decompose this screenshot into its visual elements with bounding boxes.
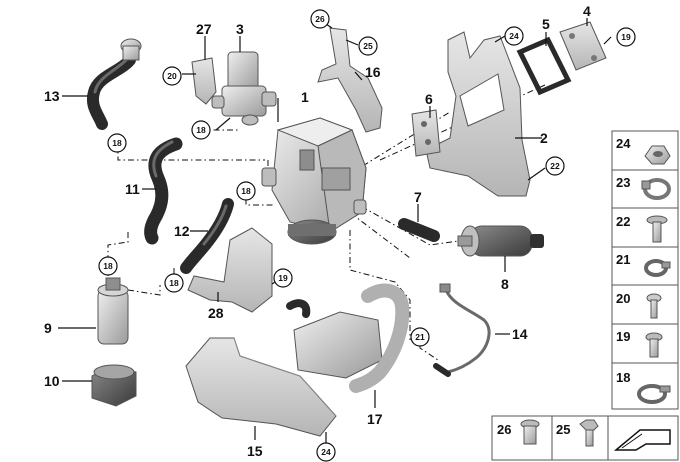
circled-20: 20 xyxy=(162,66,182,86)
svg-text:19: 19 xyxy=(621,32,631,42)
callout-28: 28 xyxy=(208,305,224,321)
svg-text:18: 18 xyxy=(196,125,206,135)
nut-icon xyxy=(644,145,671,165)
table-row: 21 xyxy=(611,246,679,286)
part-13-coolant-hose xyxy=(87,38,142,130)
callout-17: 17 xyxy=(367,411,383,427)
part-3-valve xyxy=(211,51,277,126)
bolt-icon xyxy=(646,215,668,243)
circled-25: 25 xyxy=(358,36,378,56)
circled-18-a: 18 xyxy=(107,133,127,153)
part-17-exhaust-silencer xyxy=(286,283,410,393)
svg-text:20: 20 xyxy=(167,71,177,81)
svg-text:26: 26 xyxy=(497,422,511,437)
hose-clamp-icon xyxy=(644,259,671,277)
svg-text:22: 22 xyxy=(616,214,630,229)
part-16-bracket xyxy=(317,27,383,133)
svg-text:18: 18 xyxy=(112,138,122,148)
callout-12: 12 xyxy=(174,223,190,239)
table-row: 22 xyxy=(611,207,679,248)
circled-18-b: 18 xyxy=(191,120,211,140)
part-27-bracket xyxy=(191,57,217,105)
part-11-coolant-hose xyxy=(144,137,183,245)
callout-7: 7 xyxy=(414,189,422,205)
part-2-main-bracket xyxy=(411,31,531,197)
part-7-hose xyxy=(398,218,440,242)
svg-text:25: 25 xyxy=(363,41,373,51)
part-14-fuel-line xyxy=(433,283,491,377)
screw-icon xyxy=(646,293,662,319)
table-row: 19 xyxy=(611,323,679,364)
svg-text:24: 24 xyxy=(509,31,519,41)
circled-19-a: 19 xyxy=(616,27,636,47)
clamp-icon xyxy=(641,178,671,200)
part-9-fuel-pump xyxy=(97,277,129,345)
callout-9: 9 xyxy=(44,320,52,336)
circled-19-b: 19 xyxy=(273,268,293,288)
circled-26: 26 xyxy=(310,9,330,29)
circled-18-e: 18 xyxy=(164,273,184,293)
circled-22: 22 xyxy=(545,156,565,176)
rivet-nut-icon xyxy=(520,419,540,445)
callout-16: 16 xyxy=(365,64,381,80)
callout-10: 10 xyxy=(44,373,60,389)
table-row xyxy=(607,415,679,461)
svg-text:18: 18 xyxy=(103,261,113,271)
callout-1: 1 xyxy=(301,89,309,105)
svg-text:24: 24 xyxy=(616,136,631,151)
svg-text:21: 21 xyxy=(616,252,630,267)
callout-8: 8 xyxy=(501,276,509,292)
circled-24-b: 24 xyxy=(316,442,336,462)
table-row: 23 xyxy=(611,169,679,209)
part-28-bracket xyxy=(187,227,273,313)
svg-text:19: 19 xyxy=(278,273,288,283)
svg-text:20: 20 xyxy=(616,291,630,306)
callout-2: 2 xyxy=(540,130,548,146)
screw-icon xyxy=(645,332,663,358)
part-5-gasket xyxy=(516,36,572,96)
hose-clamp-icon xyxy=(637,384,671,404)
sheet-metal-icon xyxy=(613,429,671,451)
table-row: 25 xyxy=(551,415,609,461)
callout-5: 5 xyxy=(542,16,550,32)
circled-24-a: 24 xyxy=(504,26,524,46)
callout-4: 4 xyxy=(583,3,591,19)
svg-text:23: 23 xyxy=(616,175,630,190)
callout-15: 15 xyxy=(247,443,263,459)
fastener-table: 24 23 22 21 xyxy=(491,130,679,461)
svg-text:19: 19 xyxy=(616,329,630,344)
table-row: 26 xyxy=(491,415,553,461)
svg-text:25: 25 xyxy=(556,422,570,437)
callout-27: 27 xyxy=(196,21,212,37)
callout-11: 11 xyxy=(125,181,140,197)
circled-21: 21 xyxy=(410,327,430,347)
svg-text:21: 21 xyxy=(415,332,425,342)
svg-text:24: 24 xyxy=(321,447,331,457)
circled-18-c: 18 xyxy=(236,181,256,201)
part-1-heater-unit xyxy=(261,117,367,245)
part-10-mount xyxy=(91,364,137,407)
svg-text:18: 18 xyxy=(241,186,251,196)
table-row: 18 xyxy=(611,362,679,410)
svg-text:26: 26 xyxy=(315,14,325,24)
callout-3: 3 xyxy=(236,21,244,37)
svg-text:18: 18 xyxy=(169,278,179,288)
part-12-coolant-hose xyxy=(180,198,234,274)
svg-text:18: 18 xyxy=(616,370,630,385)
part-15-base-bracket xyxy=(185,337,337,437)
table-row: 20 xyxy=(611,284,679,325)
callout-13: 13 xyxy=(44,88,60,104)
circled-18-d: 18 xyxy=(98,256,118,276)
bolt-icon xyxy=(579,419,599,447)
part-8-pump xyxy=(457,225,544,257)
part-4-cover-plate xyxy=(559,21,607,71)
svg-text:22: 22 xyxy=(550,161,560,171)
callout-numbers: 1 2 3 4 5 6 7 8 9 10 11 12 13 14 15 16 1… xyxy=(44,3,591,459)
table-row: 24 xyxy=(611,130,679,171)
callout-6: 6 xyxy=(425,91,433,107)
circled-references: 18 18 18 18 18 20 26 25 24 19 22 19 21 2… xyxy=(98,9,636,462)
callout-14: 14 xyxy=(512,326,528,342)
